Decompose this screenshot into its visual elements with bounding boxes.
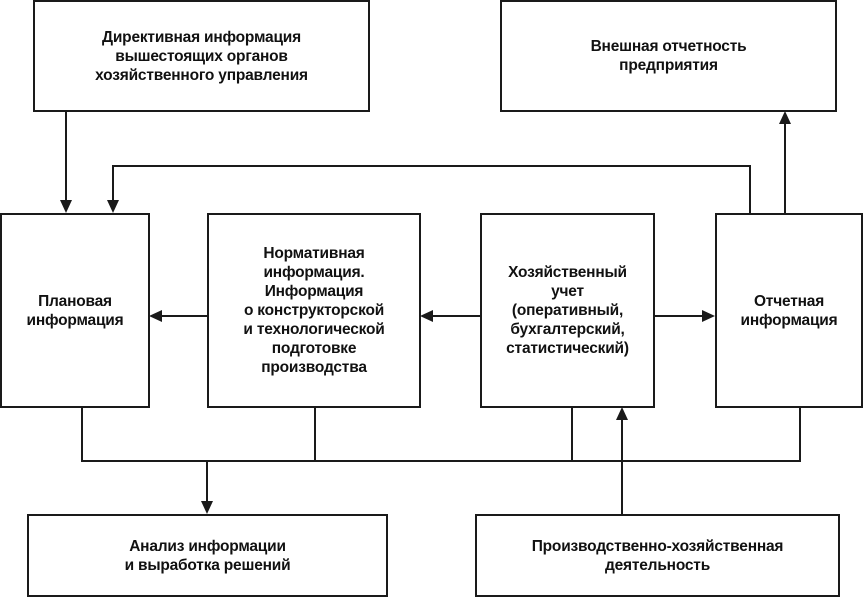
arrowhead-down-icon [201,501,213,514]
node-label: Внешная отчетность предприятия [590,38,747,74]
node-economic-accounting: Хозяйственный учет (оперативный, бухгалт… [480,213,655,408]
arrowhead-left-icon [149,310,162,322]
arrowhead-up-icon [616,407,628,420]
node-label: Нормативная информация. Информация о кон… [243,245,385,376]
node-external-reporting: Внешная отчетность предприятия [500,0,837,112]
node-label: Отчетная информация [740,292,838,329]
node-label: Плановая информация [26,292,124,329]
node-label: Анализ информации и выработка решений [124,537,291,574]
node-label: Производственно-хозяйственная деятельнос… [531,537,784,574]
node-label: Директивная информация вышестоящих орган… [95,28,308,84]
node-reporting-info: Отчетная информация [715,213,863,408]
arrowhead-left-icon [420,310,433,322]
arrowhead-down-icon [107,200,119,213]
arrowhead-down-icon [60,200,72,213]
node-production-activity: Производственно-хозяйственная деятельнос… [475,514,840,597]
node-label: Хозяйственный учет (оперативный, бухгалт… [506,264,629,357]
arrow-reporting-to-planning [112,165,751,213]
node-analysis-decisions: Анализ информации и выработка решений [27,514,388,597]
node-normative-info: Нормативная информация. Информация о кон… [207,213,421,408]
arrowhead-up-icon [779,111,791,124]
node-planning-info: Плановая информация [0,213,150,408]
arrowhead-right-icon [702,310,715,322]
node-directive-info: Директивная информация вышестоящих орган… [33,0,370,112]
